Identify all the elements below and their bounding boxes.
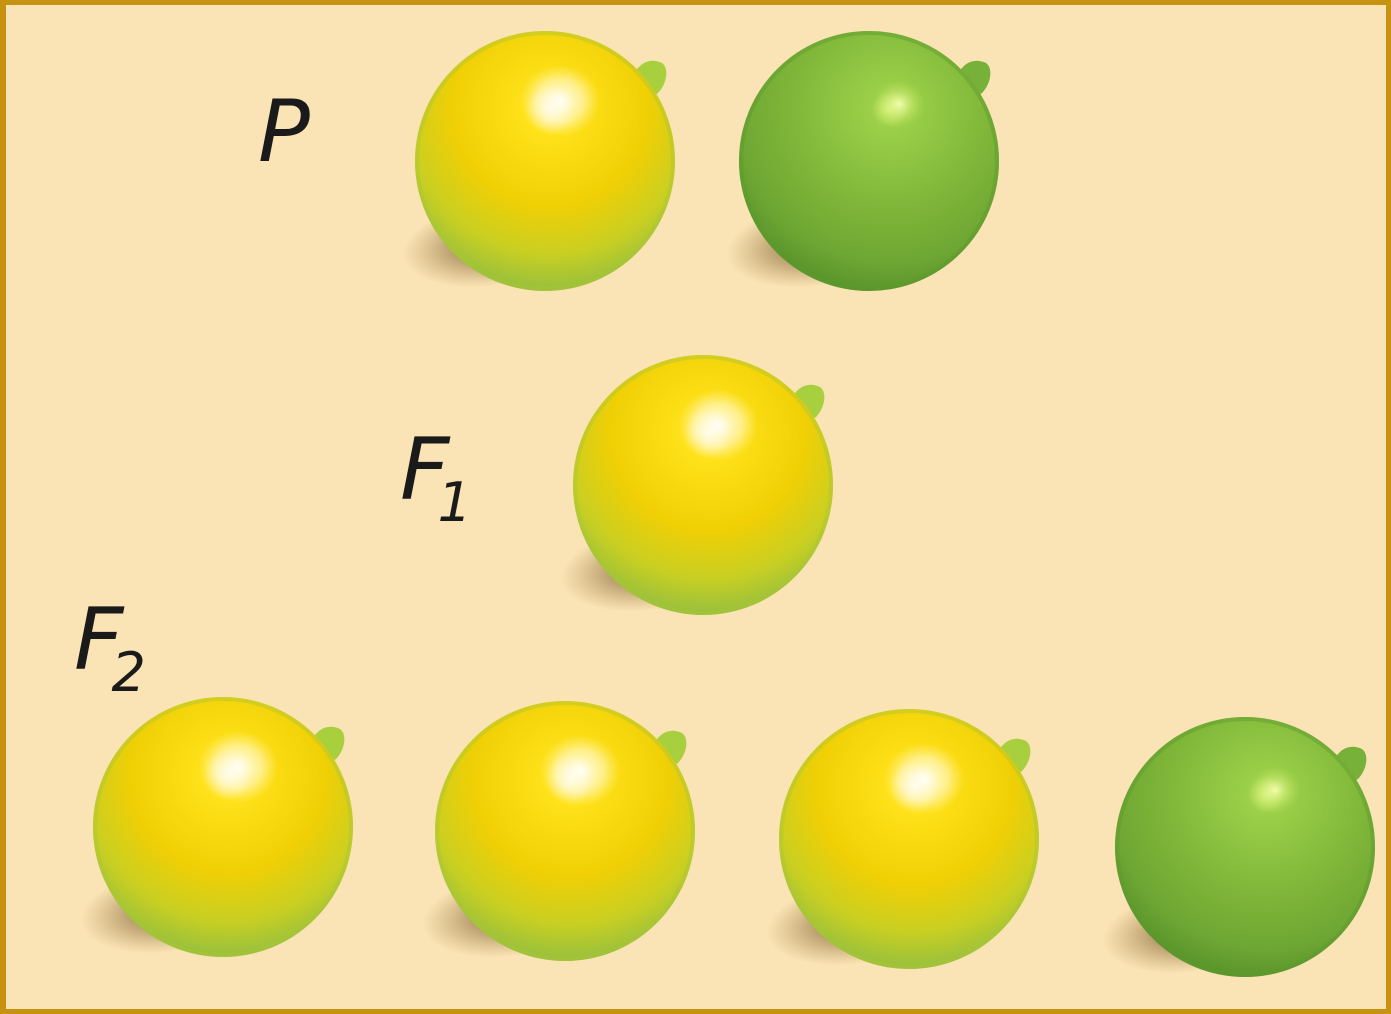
pea-p-green bbox=[724, 19, 1004, 299]
label-f1-generation: F1 bbox=[400, 420, 472, 534]
pea-f2-2 bbox=[420, 689, 700, 969]
label-f1-subscript: 1 bbox=[437, 471, 471, 534]
pea-f2-3 bbox=[764, 697, 1044, 977]
pea-f1-yellow bbox=[558, 343, 838, 623]
label-f2-subscript: 2 bbox=[111, 641, 145, 704]
pea-p-yellow bbox=[400, 19, 680, 299]
label-p-generation: P bbox=[258, 82, 310, 182]
pea-f2-4 bbox=[1100, 705, 1380, 985]
pea-f2-1 bbox=[78, 685, 358, 965]
label-f2-generation: F2 bbox=[74, 590, 146, 704]
